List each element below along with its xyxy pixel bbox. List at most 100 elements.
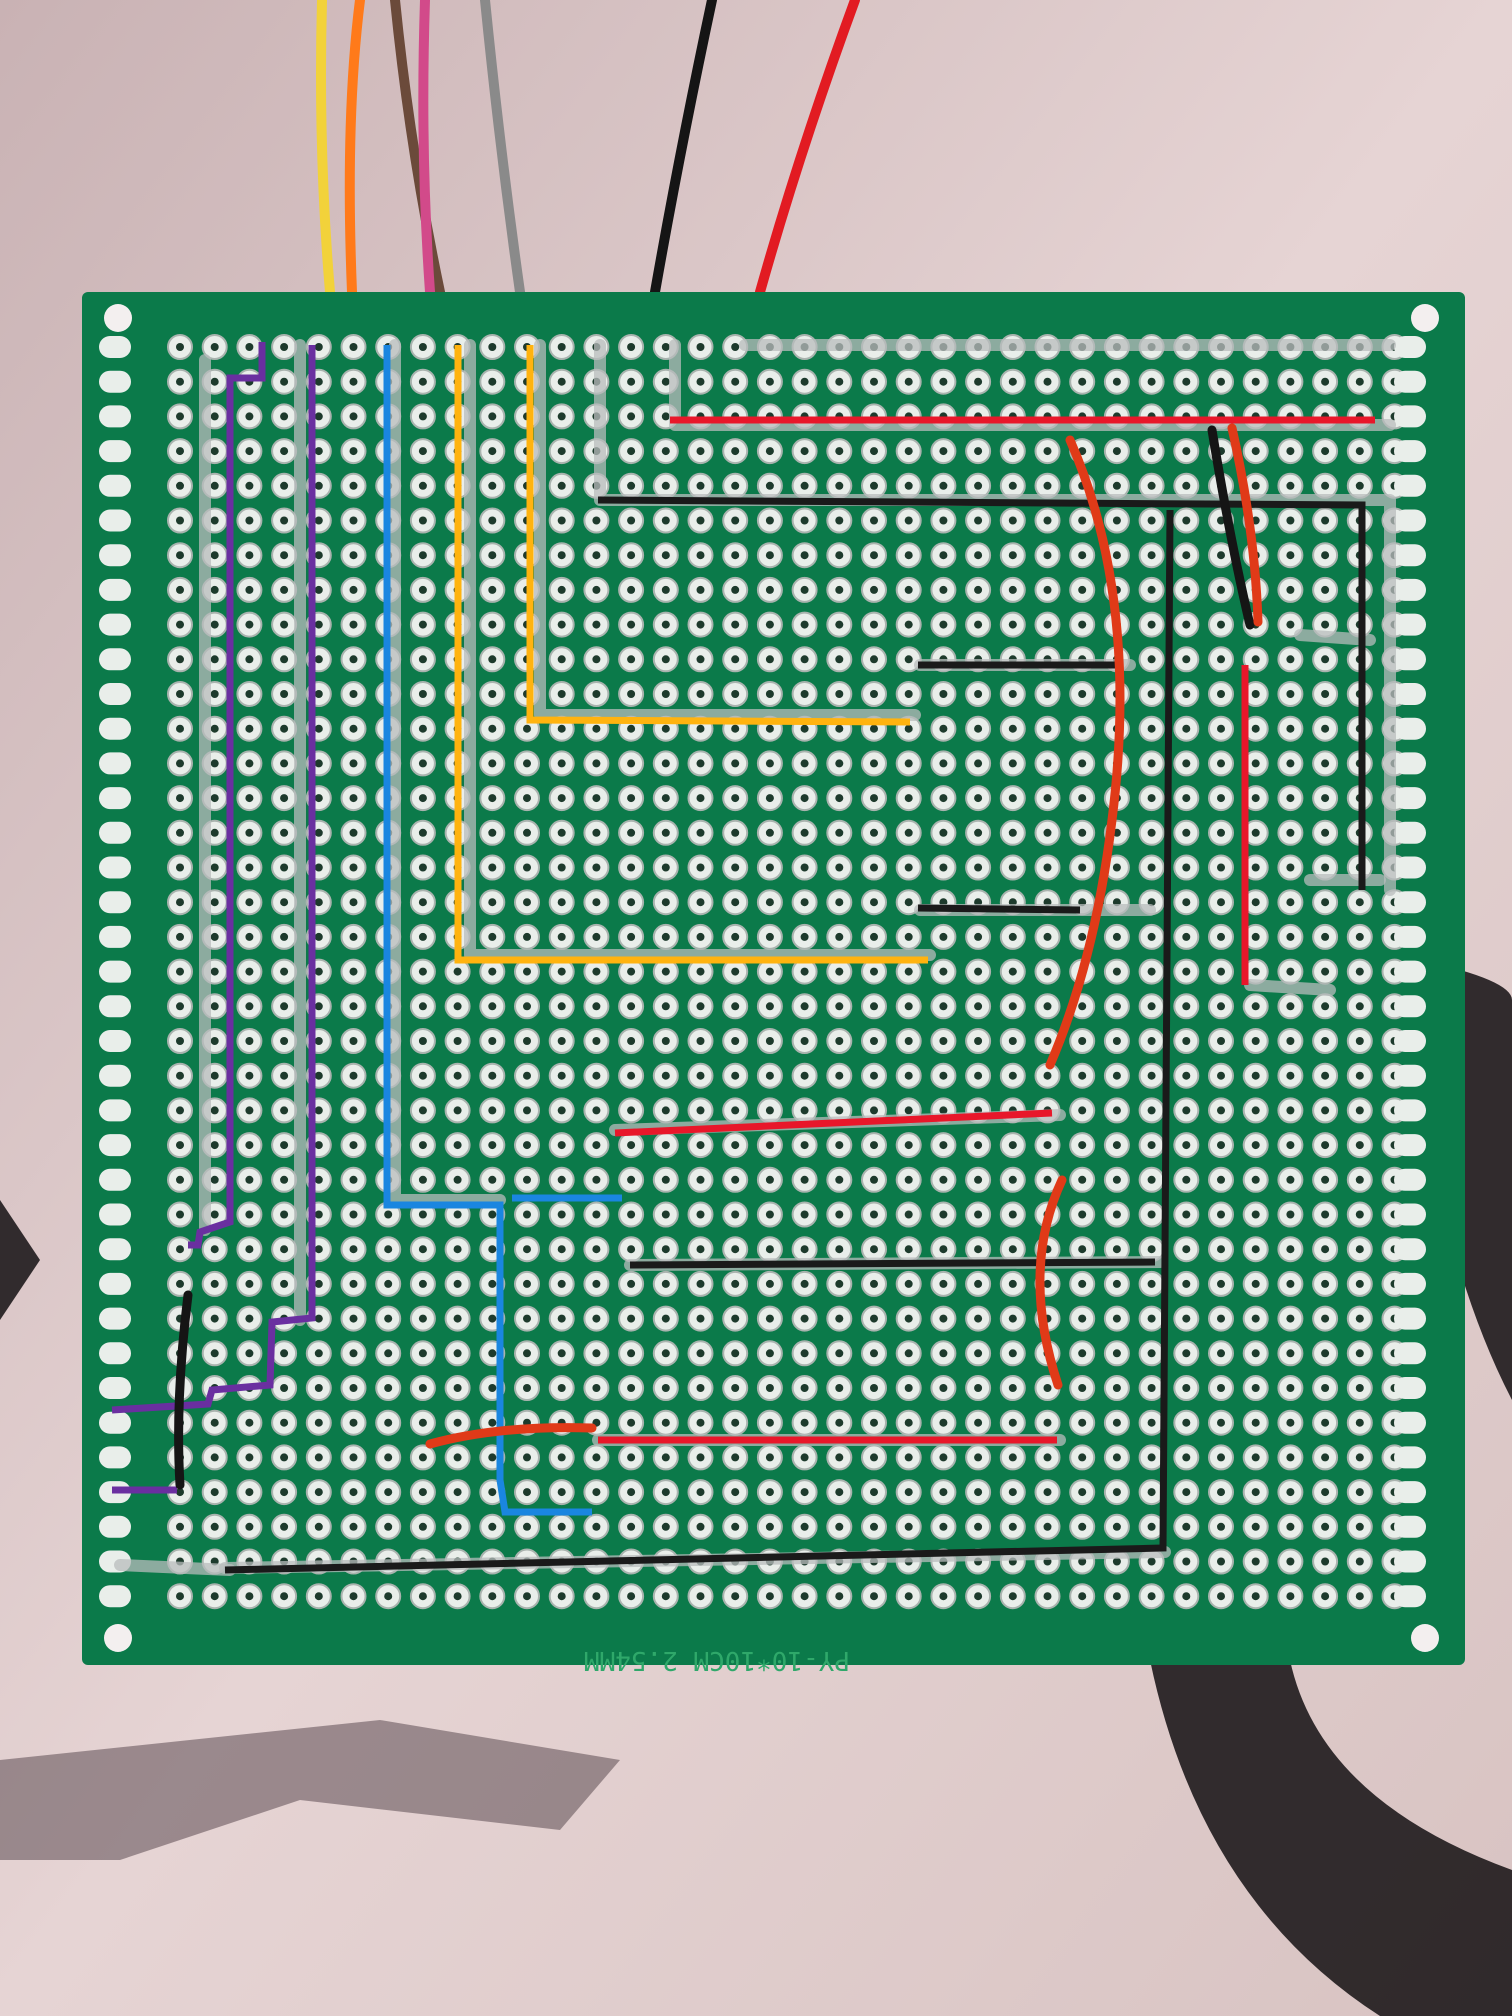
solder-trace bbox=[464, 339, 936, 961]
hole-center bbox=[1008, 1071, 1017, 1080]
hole-center bbox=[1355, 967, 1364, 976]
hole-center bbox=[1286, 1037, 1295, 1045]
hole-center bbox=[488, 447, 497, 456]
hole-center bbox=[627, 1141, 636, 1150]
hole-center bbox=[939, 1384, 948, 1392]
hole-center bbox=[280, 1245, 289, 1254]
hole-center bbox=[1217, 1488, 1225, 1497]
hole-center bbox=[245, 898, 254, 907]
hole-center bbox=[696, 863, 705, 872]
hole-center bbox=[245, 343, 254, 351]
hole-center bbox=[280, 1488, 289, 1497]
hole-center bbox=[904, 1453, 913, 1462]
hole-center bbox=[904, 1141, 913, 1150]
hole-center bbox=[384, 1210, 393, 1219]
hole-center bbox=[1286, 1071, 1295, 1080]
hole-center bbox=[1321, 932, 1330, 941]
hole-center bbox=[488, 551, 497, 560]
hole-center bbox=[661, 585, 670, 594]
hole-center bbox=[280, 1592, 289, 1601]
hole-center bbox=[523, 1384, 531, 1392]
hole-center bbox=[661, 898, 670, 907]
hole-center bbox=[245, 1071, 254, 1080]
hole-center bbox=[1078, 724, 1087, 733]
hole-center bbox=[1251, 759, 1260, 768]
hole-center bbox=[800, 1384, 809, 1392]
hole-center bbox=[349, 447, 358, 456]
hole-center bbox=[1008, 620, 1017, 629]
black-line bbox=[597, 496, 1366, 890]
hole-center bbox=[453, 1106, 462, 1115]
hole-center bbox=[1078, 828, 1087, 837]
hole-center bbox=[1182, 1106, 1191, 1115]
hole-center bbox=[800, 932, 809, 941]
hole-center bbox=[627, 343, 636, 351]
hole-center bbox=[1321, 1071, 1330, 1080]
hole-center bbox=[314, 516, 323, 525]
black-line bbox=[917, 904, 1081, 914]
hole-center bbox=[1217, 863, 1225, 872]
hole-center bbox=[1217, 898, 1225, 907]
hole-center bbox=[280, 1522, 289, 1531]
edge-pad bbox=[99, 1272, 131, 1295]
hole-center bbox=[349, 863, 358, 872]
hole-center bbox=[245, 1037, 254, 1045]
hole-center bbox=[939, 481, 948, 490]
hole-center bbox=[870, 447, 878, 456]
hole-center bbox=[974, 1522, 983, 1531]
hole-center bbox=[1251, 1245, 1260, 1254]
hole-center bbox=[1182, 794, 1191, 803]
hole-center bbox=[280, 377, 289, 386]
hole-center bbox=[314, 1141, 323, 1150]
hole-center bbox=[1355, 1002, 1364, 1011]
hole-center bbox=[696, 1106, 705, 1115]
hole-center bbox=[835, 1349, 844, 1358]
black-line bbox=[629, 1258, 1156, 1269]
hole-center bbox=[557, 1071, 566, 1080]
hole-center bbox=[488, 1453, 497, 1462]
hole-center bbox=[488, 377, 497, 386]
hole-center bbox=[557, 1106, 566, 1115]
hole-center bbox=[1286, 759, 1295, 768]
hole-center bbox=[1182, 898, 1191, 907]
hole-center bbox=[627, 794, 636, 803]
hole-center bbox=[800, 1037, 809, 1045]
hole-center bbox=[904, 759, 913, 768]
hole-center bbox=[765, 377, 774, 386]
hole-center bbox=[1078, 1592, 1087, 1601]
hole-center bbox=[245, 1522, 254, 1531]
hole-center bbox=[488, 655, 497, 664]
hole-center bbox=[453, 1279, 462, 1288]
hole-center bbox=[661, 655, 670, 664]
hole-center bbox=[765, 1245, 774, 1254]
hole-center bbox=[176, 620, 184, 629]
hole-center bbox=[1112, 1384, 1121, 1392]
hole-center bbox=[1147, 932, 1156, 941]
hole-center bbox=[1112, 1210, 1121, 1219]
hole-center bbox=[314, 551, 323, 560]
hole-center bbox=[314, 1106, 323, 1115]
hole-center bbox=[974, 724, 983, 733]
yellow-line bbox=[454, 345, 928, 964]
hole-center bbox=[176, 828, 184, 837]
hole-center bbox=[523, 1279, 531, 1288]
hole-center bbox=[800, 1245, 809, 1254]
hole-center bbox=[488, 794, 497, 803]
hole-center bbox=[488, 1141, 497, 1150]
hole-center bbox=[280, 967, 289, 976]
hole-center bbox=[1217, 655, 1225, 664]
hole-center bbox=[1008, 863, 1017, 872]
hole-center bbox=[1251, 724, 1260, 733]
hole-center bbox=[1217, 1384, 1225, 1392]
hole-center bbox=[974, 551, 983, 560]
hole-center bbox=[627, 1245, 636, 1254]
hole-center bbox=[1321, 1314, 1330, 1323]
edge-pad bbox=[1394, 717, 1426, 740]
edge-pad bbox=[99, 752, 131, 775]
hole-center bbox=[176, 1037, 184, 1045]
hole-center bbox=[1286, 1592, 1295, 1601]
hole-center bbox=[418, 690, 427, 698]
edge-pad bbox=[1394, 1203, 1426, 1226]
hole-center bbox=[349, 1522, 358, 1531]
hole-center bbox=[349, 1175, 358, 1184]
